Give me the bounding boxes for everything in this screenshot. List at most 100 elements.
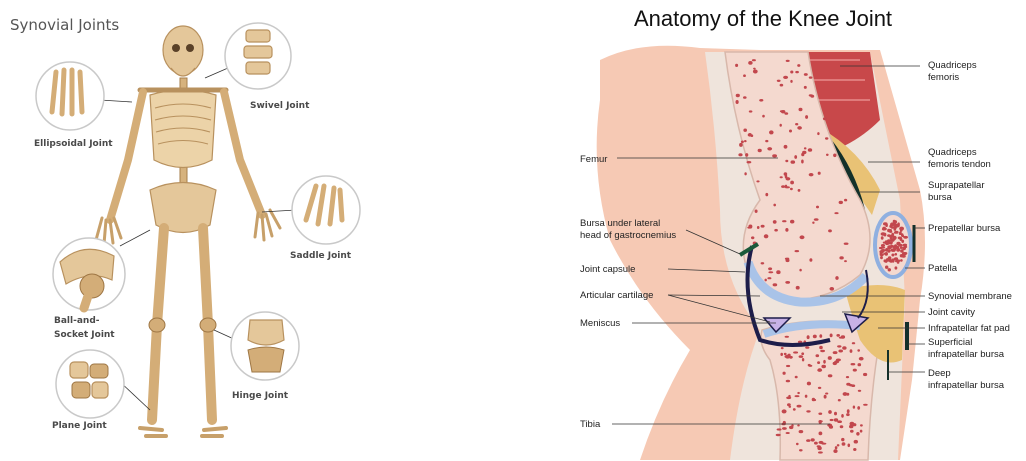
- marrow-dot: [859, 357, 864, 361]
- marrow-dot: [816, 206, 819, 209]
- marrow-dot: [804, 73, 808, 76]
- marrow-dot: [856, 432, 859, 436]
- marrow-dot: [894, 231, 898, 234]
- marrow-dot: [786, 380, 790, 383]
- marrow-dot: [825, 137, 828, 139]
- marrow-dot: [857, 349, 860, 351]
- marrow-dot: [820, 350, 825, 352]
- marrow-dot: [814, 218, 819, 221]
- marrow-dot: [809, 173, 814, 176]
- marrow-dot: [834, 412, 837, 416]
- marrow-dot: [801, 352, 804, 355]
- marrow-dot: [880, 256, 883, 259]
- marrow-dot: [818, 172, 821, 175]
- marrow-dot: [834, 212, 838, 214]
- marrow-dot: [841, 335, 845, 338]
- marrow-dot: [888, 256, 892, 260]
- hinge-lower-bone: [248, 347, 284, 372]
- marrow-dot: [828, 374, 833, 377]
- hinge-upper-bone: [248, 320, 284, 345]
- marrow-dot: [781, 185, 785, 188]
- label-superficial-1: Superficial: [928, 337, 972, 348]
- marrow-dot: [790, 80, 792, 83]
- marrow-dot: [883, 242, 886, 244]
- marrow-dot: [797, 405, 802, 408]
- marrow-dot: [780, 176, 783, 178]
- marrow-dot: [885, 266, 888, 269]
- marrow-dot: [796, 286, 800, 290]
- ellipsoidal-joint-inset: Ellipsoidal Joint: [34, 62, 132, 149]
- label-fat-pad: Infrapatellar fat pad: [928, 323, 1010, 334]
- marrow-dot: [756, 180, 759, 182]
- marrow-dot: [898, 237, 902, 240]
- saddle-joint-inset: Saddle Joint: [262, 176, 360, 261]
- marrow-dot: [883, 222, 888, 225]
- marrow-dot: [829, 425, 833, 429]
- marrow-dot: [885, 241, 889, 245]
- marrow-dot: [795, 123, 798, 125]
- marrow-dot: [895, 253, 898, 256]
- marrow-dot: [736, 94, 740, 97]
- label-quadriceps-1: Quadriceps: [928, 60, 977, 71]
- marrow-dot: [851, 384, 855, 387]
- marrow-dot: [892, 258, 895, 261]
- marrow-dot: [814, 442, 818, 445]
- marrow-dot: [805, 395, 808, 398]
- label-femur: Femur: [580, 154, 607, 165]
- marrow-dot: [805, 346, 809, 348]
- label-bursa-lateral-2: head of gastrocnemius: [580, 230, 676, 241]
- swivel-joint-inset: Swivel Joint: [205, 23, 310, 111]
- marrow-dot: [813, 335, 817, 339]
- marrow-dot: [809, 76, 813, 78]
- marrow-dot: [825, 393, 828, 395]
- marrow-dot: [777, 80, 781, 82]
- marrow-dot: [850, 349, 853, 353]
- marrow-dot: [837, 345, 841, 347]
- tarsal-2: [90, 364, 108, 378]
- marrow-dot: [848, 444, 851, 448]
- marrow-dot: [797, 425, 800, 427]
- marrow-dot: [741, 141, 744, 144]
- marrow-dot: [842, 442, 846, 446]
- marrow-dot: [782, 427, 787, 430]
- marrow-dot: [799, 108, 803, 111]
- marrow-dot: [881, 249, 886, 252]
- marrow-dot: [843, 392, 848, 396]
- marrow-dot: [881, 236, 884, 239]
- marrow-dot: [891, 254, 894, 257]
- marrow-dot: [836, 334, 840, 337]
- marrow-dot: [880, 253, 884, 256]
- marrow-dot: [790, 71, 793, 74]
- marrow-dot: [794, 155, 797, 159]
- marrow-dot: [784, 172, 788, 176]
- marrow-dot: [887, 246, 891, 250]
- marrow-dot: [830, 334, 833, 338]
- marrow-dot: [830, 287, 835, 291]
- marrow-dot: [797, 64, 800, 67]
- marrow-dot: [860, 424, 863, 426]
- skull: [163, 26, 203, 74]
- label-joint-cavity: Joint cavity: [928, 307, 975, 318]
- marrow-dot: [784, 353, 787, 355]
- label-meniscus: Meniscus: [580, 318, 620, 329]
- swivel-leader: [205, 68, 228, 78]
- marrow-dot: [837, 420, 842, 423]
- foot-left: [140, 428, 166, 436]
- marrow-dot: [765, 193, 768, 196]
- marrow-dot: [840, 425, 844, 428]
- marrow-dot: [773, 220, 777, 224]
- marrow-dot: [765, 140, 768, 142]
- marrow-dot: [790, 188, 793, 190]
- marrow-dot: [804, 86, 807, 89]
- marrow-dot: [835, 276, 838, 280]
- marrow-dot: [768, 271, 773, 273]
- arm-left: [110, 92, 143, 220]
- marrow-dot: [852, 342, 855, 344]
- label-prepatellar: Prepatellar bursa: [928, 223, 1001, 234]
- marrow-dot: [764, 234, 769, 238]
- marrow-dot: [847, 409, 850, 413]
- marrow-dot: [818, 413, 822, 415]
- label-suprapatellar-2: bursa: [928, 192, 952, 203]
- marrow-dot: [801, 160, 804, 164]
- marrow-dot: [903, 244, 907, 247]
